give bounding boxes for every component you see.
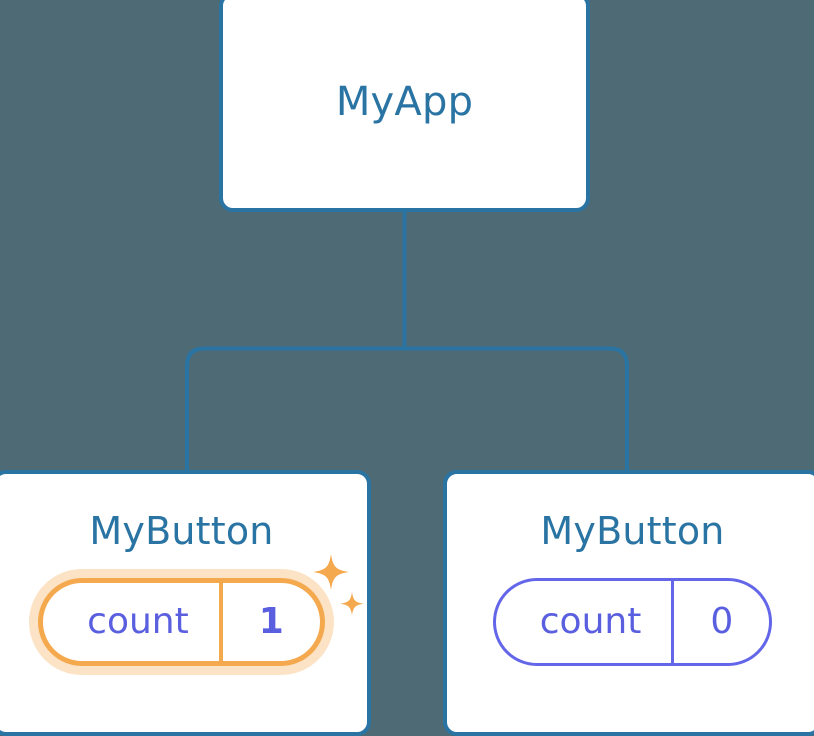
state-pill-right[interactable]: count 0 — [492, 578, 773, 666]
state-pill-wrapper-right: count 0 — [492, 578, 773, 666]
node-mybutton-right[interactable]: MyButton count 0 — [443, 470, 814, 736]
edge-myapp-to-mybutton-left — [185, 346, 405, 470]
node-myapp-label: MyApp — [335, 79, 474, 125]
node-mybutton-left[interactable]: MyButton count 1 — [0, 470, 371, 736]
sparkle-small-icon — [340, 592, 364, 616]
state-key-left: count — [87, 601, 189, 642]
edge-myapp-to-mybutton-right — [404, 346, 629, 470]
state-value-left: 1 — [218, 583, 320, 661]
state-pill-left[interactable]: count 1 — [38, 578, 325, 666]
node-myapp[interactable]: MyApp — [219, 0, 590, 212]
node-mybutton-right-label: MyButton — [540, 509, 725, 553]
state-value-right: 0 — [671, 581, 769, 663]
state-pill-wrapper-left: count 1 — [38, 554, 364, 666]
state-key-right: count — [539, 601, 642, 642]
node-mybutton-left-label: MyButton — [89, 509, 274, 553]
